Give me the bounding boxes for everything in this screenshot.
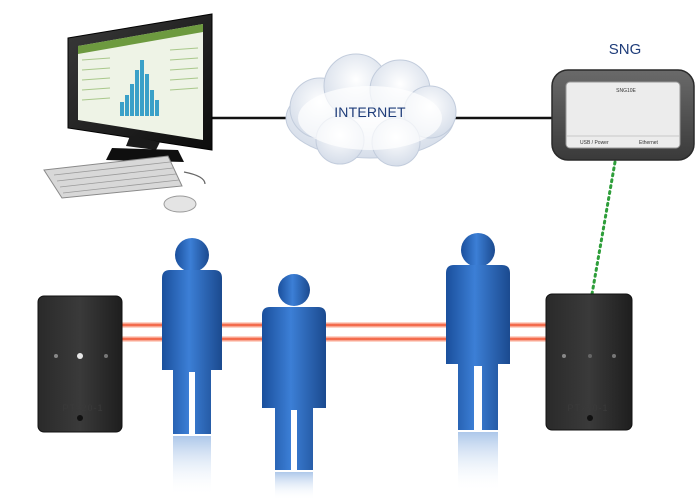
mouse-icon: [163, 171, 206, 213]
link-sng-reader-dotted: [590, 160, 617, 296]
person-icon: [446, 233, 510, 492]
cloud-icon: [285, 53, 457, 167]
keyboard-icon: [43, 155, 183, 199]
sng-usb-port-label: USB / Power: [580, 140, 609, 146]
person-icon: [262, 274, 326, 500]
infrared-beam-upper: [118, 322, 554, 328]
desktop-monitor-icon: [67, 13, 213, 162]
sng-ethernet-port-label: Ethernet: [639, 140, 658, 146]
reader-right-model-label: PTx20-1: [567, 403, 609, 413]
sng-title: SNG: [608, 41, 642, 58]
infrared-beam-lower: [118, 336, 554, 342]
people-counter-sensor-left: [37, 295, 123, 433]
people-counter-sensor-right: [545, 293, 633, 431]
person-icon: [162, 238, 222, 496]
internet-label: INTERNET: [334, 104, 406, 120]
sng-model-label: SNG10E: [616, 88, 636, 94]
sng-gateway-icon: [551, 69, 695, 161]
reader-left-model-label: PTx20-1: [62, 403, 104, 413]
